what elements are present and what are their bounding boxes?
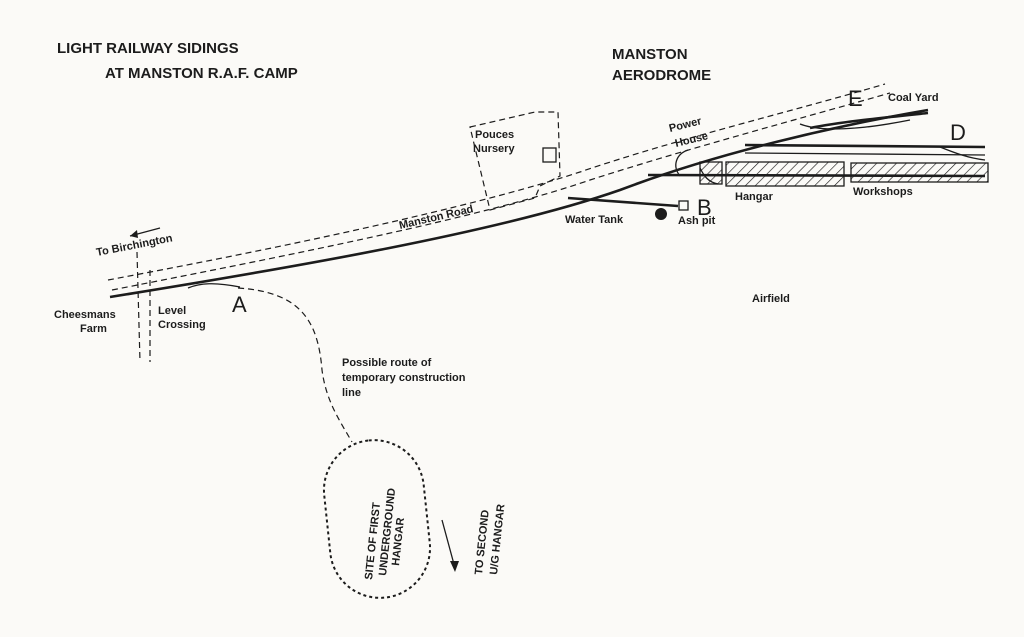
workshops-building [850, 162, 989, 183]
arrow-to-second-hangar-head [450, 561, 459, 572]
buffer-stop [678, 200, 689, 211]
ash-pit-siding [567, 196, 679, 208]
manston-road-south-edge [111, 92, 891, 291]
water-tank-marker [655, 208, 667, 220]
point-d: D [950, 120, 966, 145]
level-crossing-label-line2: Crossing [158, 319, 206, 331]
hangar-label: Hangar [735, 191, 774, 203]
loop-siding-a [187, 283, 241, 289]
manston-road-label: Manston Road [398, 203, 475, 232]
cheesmans-label-line1: Cheesmans [54, 309, 116, 321]
route-label-line2: temporary construction [342, 372, 466, 384]
site-first-hangar-line3: HANGAR [390, 517, 407, 566]
route-label-line1: Possible route of [342, 357, 432, 369]
point-e: E [848, 86, 863, 111]
hangar-building [725, 161, 845, 187]
cheesmans-label-line2: Farm [80, 323, 107, 335]
ash-pit-label: Ash pit [678, 215, 716, 227]
siding-d-upper [744, 143, 986, 149]
point-a: A [232, 292, 247, 317]
side-road-west-edge [136, 251, 141, 363]
coal-yard-label: Coal Yard [888, 92, 939, 104]
construction-route [237, 287, 353, 443]
first-underground-hangar-outline [322, 439, 432, 599]
power-house-label-line2: House [674, 130, 710, 150]
siding-d-lower [744, 152, 986, 156]
aerodrome-label-line1: MANSTON [612, 46, 688, 63]
coal-yard-loop [799, 119, 911, 130]
pouces-label-line1: Pouces [475, 129, 514, 141]
nursery-building [542, 147, 557, 163]
water-tank-label: Water Tank [565, 214, 624, 226]
arrow-to-second-hangar-line [441, 519, 456, 569]
coal-yard-siding [809, 111, 929, 130]
siding-d-branch [939, 146, 986, 161]
power-house-curve [675, 149, 689, 177]
workshops-label: Workshops [853, 186, 913, 198]
map-title-line2: AT MANSTON R.A.F. CAMP [105, 65, 298, 82]
aerodrome-label-line2: AERODROME [612, 67, 711, 84]
manston-road-north-edge [107, 83, 886, 281]
arrow-to-birchington-head [130, 230, 138, 238]
small-building [699, 161, 723, 185]
pouces-nursery-boundary [469, 111, 561, 211]
level-crossing-label-line1: Level [158, 305, 186, 317]
point-b: B [697, 195, 712, 220]
pouces-label-line2: Nursery [473, 143, 515, 155]
map-title-line1: LIGHT RAILWAY SIDINGS [57, 40, 239, 57]
airfield-label: Airfield [752, 293, 790, 305]
main-railway-line [109, 108, 929, 299]
route-label-line3: line [342, 387, 361, 399]
